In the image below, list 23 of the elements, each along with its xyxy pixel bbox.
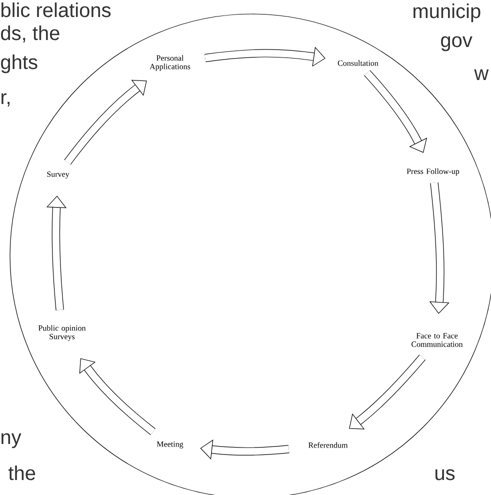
step-label: Personal Applications (150, 55, 190, 71)
block-arrow (64, 80, 147, 165)
step-label: Meeting (156, 442, 184, 449)
step-label: Public opinion Surveys (38, 325, 86, 341)
text-fragment: blic relations (1, 2, 111, 18)
text-fragment: municip (414, 4, 480, 22)
text-fragment: gov (441, 36, 472, 52)
text-fragment: ny (2, 433, 22, 448)
text-fragment: ghts (1, 54, 38, 74)
step-label: Referendum (308, 442, 348, 448)
step-label: Survey (47, 171, 70, 179)
block-arrow (200, 440, 290, 460)
step-label: Face to Face Communication (412, 333, 463, 347)
block-arrow (79, 358, 156, 435)
text-fragment: us (436, 469, 455, 480)
text-fragment: r, (2, 93, 10, 107)
text-fragment: the (8, 466, 36, 480)
step-label: Press Follow-up (406, 168, 460, 176)
text-fragment: w (474, 69, 489, 80)
block-arrow (364, 70, 428, 153)
text-fragment: ds, the (1, 26, 60, 43)
step-label: Consultation (338, 60, 378, 66)
block-arrow (349, 354, 426, 430)
